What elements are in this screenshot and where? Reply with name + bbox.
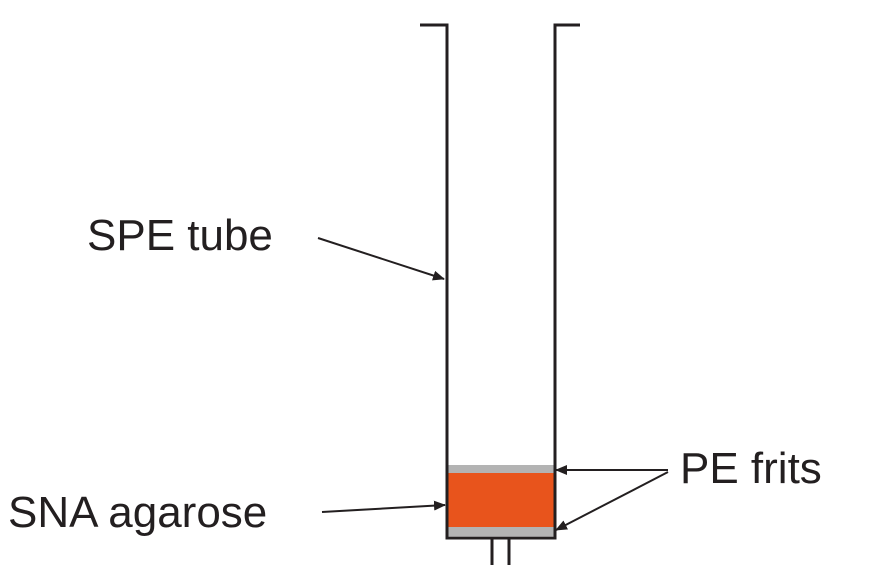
pe-frits-lower-arrow: [555, 471, 669, 531]
pe-frits-label: PE frits: [680, 444, 822, 493]
lower-pe-frit: [448, 527, 554, 536]
spe-tube-label: SPE tube: [87, 211, 273, 260]
spe-tube-arrow: [317, 237, 445, 281]
tube-outlet: [490, 538, 511, 565]
sna-agarose-label: SNA agarose: [8, 488, 267, 537]
tube-left-wall: [420, 23, 580, 540]
sna-agarose-bed: [448, 473, 554, 527]
column-packing: [448, 465, 554, 536]
spe-tube: [420, 23, 580, 540]
sna-agarose-arrow: [321, 500, 446, 513]
upper-pe-frit: [448, 465, 554, 473]
